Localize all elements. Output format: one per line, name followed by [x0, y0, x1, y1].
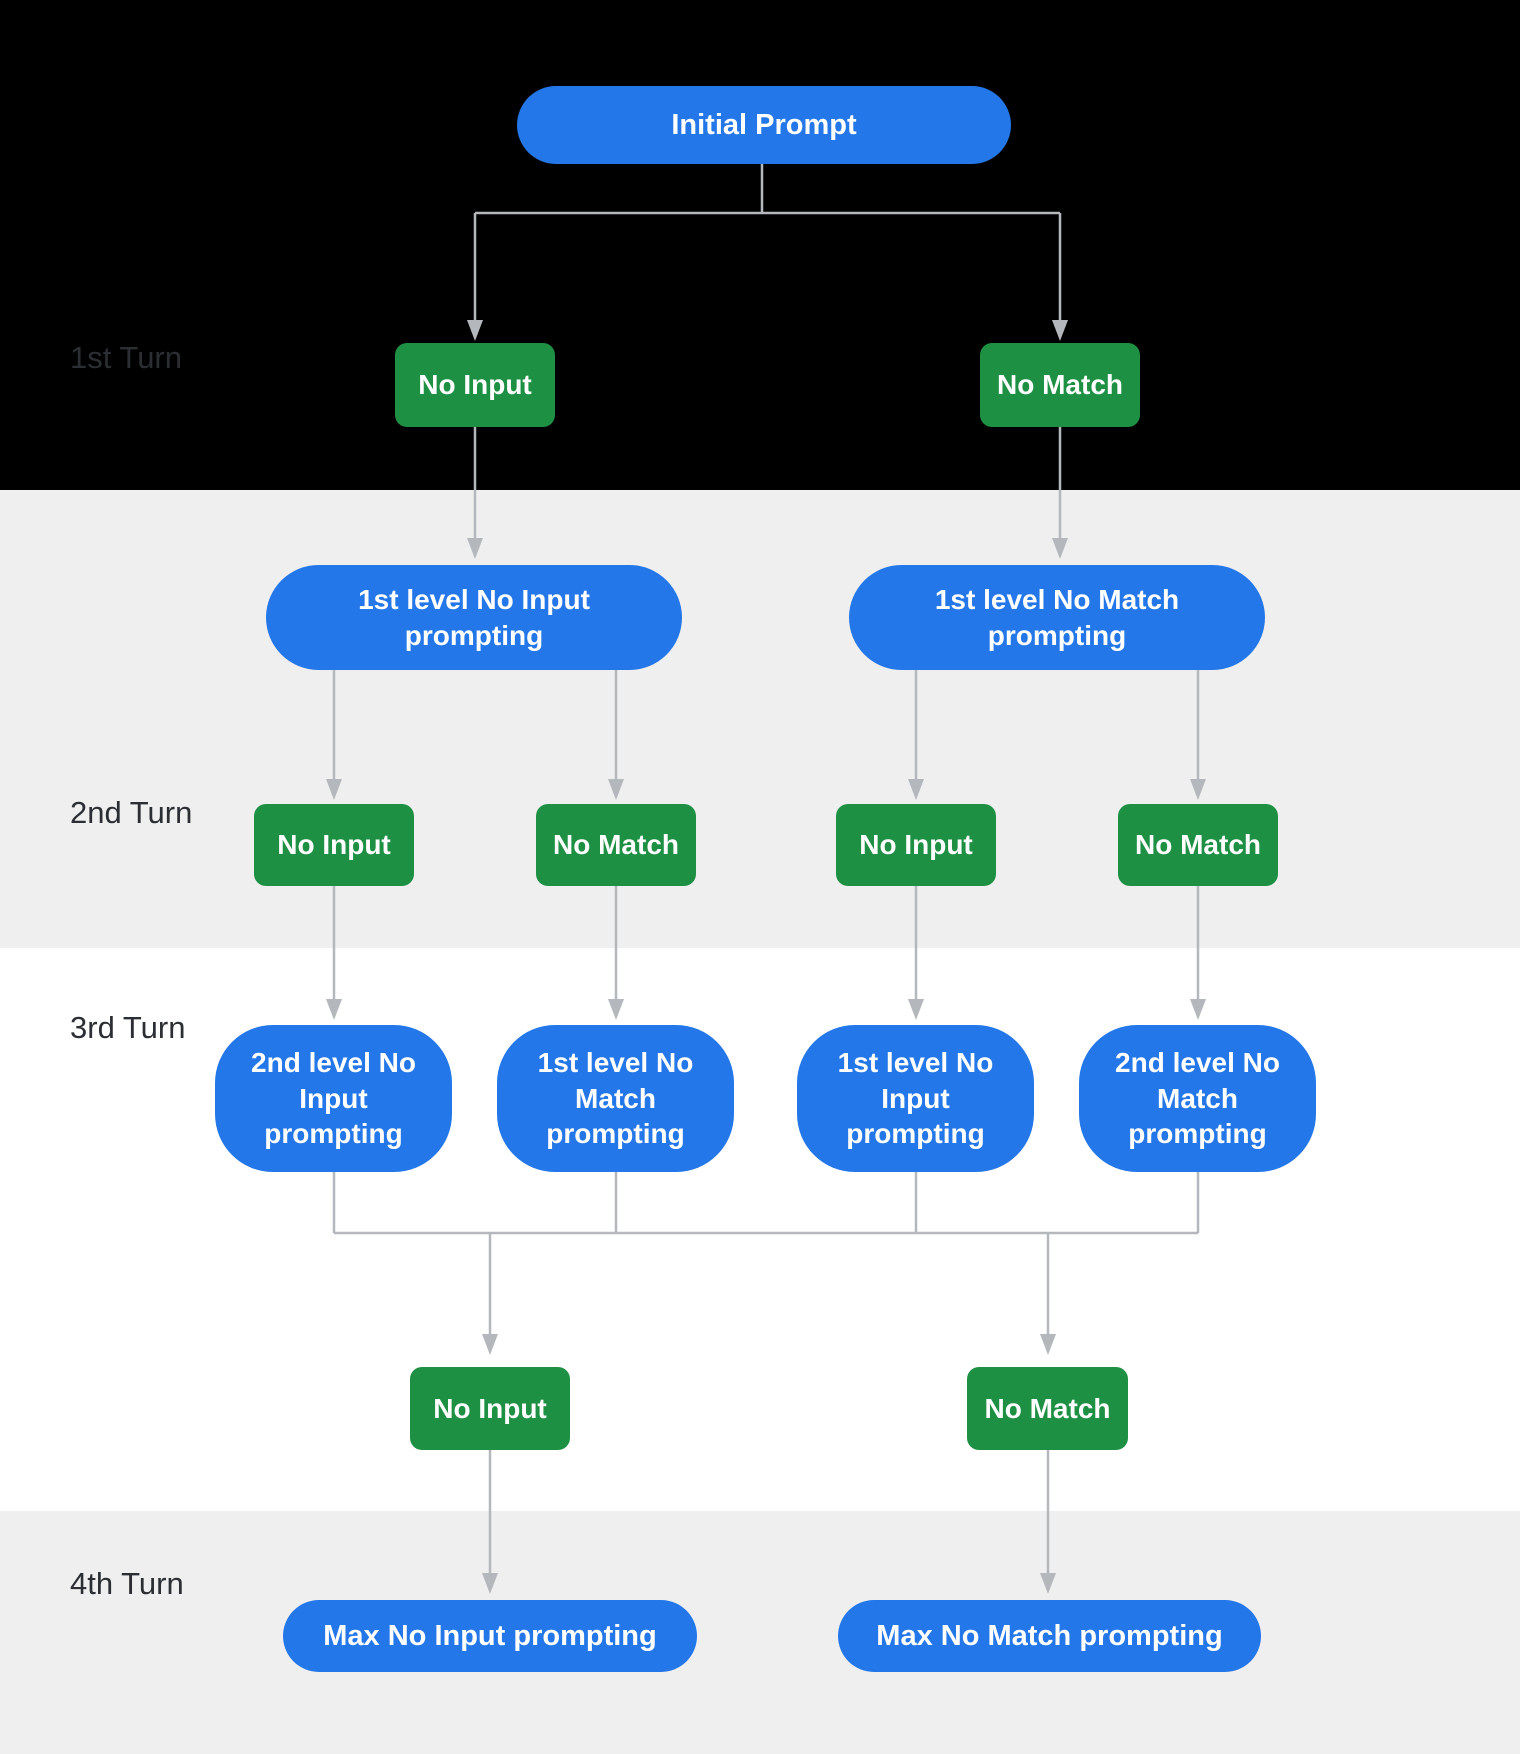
node-max-no-match-prompting: Max No Match prompting	[838, 1600, 1261, 1672]
node-no-match-turn1: No Match	[980, 343, 1140, 427]
node-no-match-turn2-b: No Match	[1118, 804, 1278, 886]
node-no-input-turn2-a: No Input	[254, 804, 414, 886]
node-1st-level-no-input-prompting: 1st level No Input prompting	[266, 565, 682, 670]
node-2nd-level-no-match-prompting: 2nd level No Match prompting	[1079, 1025, 1316, 1172]
node-no-input-turn1: No Input	[395, 343, 555, 427]
band-turn3	[0, 948, 1520, 1511]
node-1st-level-no-match-prompting: 1st level No Match prompting	[849, 565, 1265, 670]
node-max-no-input-prompting: Max No Input prompting	[283, 1600, 697, 1672]
band-turn4	[0, 1511, 1520, 1754]
band-turn1	[0, 0, 1520, 490]
node-no-input-turn2-b: No Input	[836, 804, 996, 886]
node-2nd-level-no-input-prompting: 2nd level No Input prompting	[215, 1025, 452, 1172]
node-initial-prompt: Initial Prompt	[517, 86, 1011, 164]
node-no-match-turn2-a: No Match	[536, 804, 696, 886]
node-no-input-merge: No Input	[410, 1367, 570, 1450]
turn1-label: 1st Turn	[70, 340, 182, 375]
node-1st-level-no-input-prompting-t3: 1st level No Input prompting	[797, 1025, 1034, 1172]
turn3-label: 3rd Turn	[70, 1010, 186, 1045]
band-turn2	[0, 490, 1520, 948]
node-no-match-merge: No Match	[967, 1367, 1128, 1450]
turn2-label: 2nd Turn	[70, 795, 193, 830]
node-1st-level-no-match-prompting-t3: 1st level No Match prompting	[497, 1025, 734, 1172]
turn4-label: 4th Turn	[70, 1566, 184, 1601]
